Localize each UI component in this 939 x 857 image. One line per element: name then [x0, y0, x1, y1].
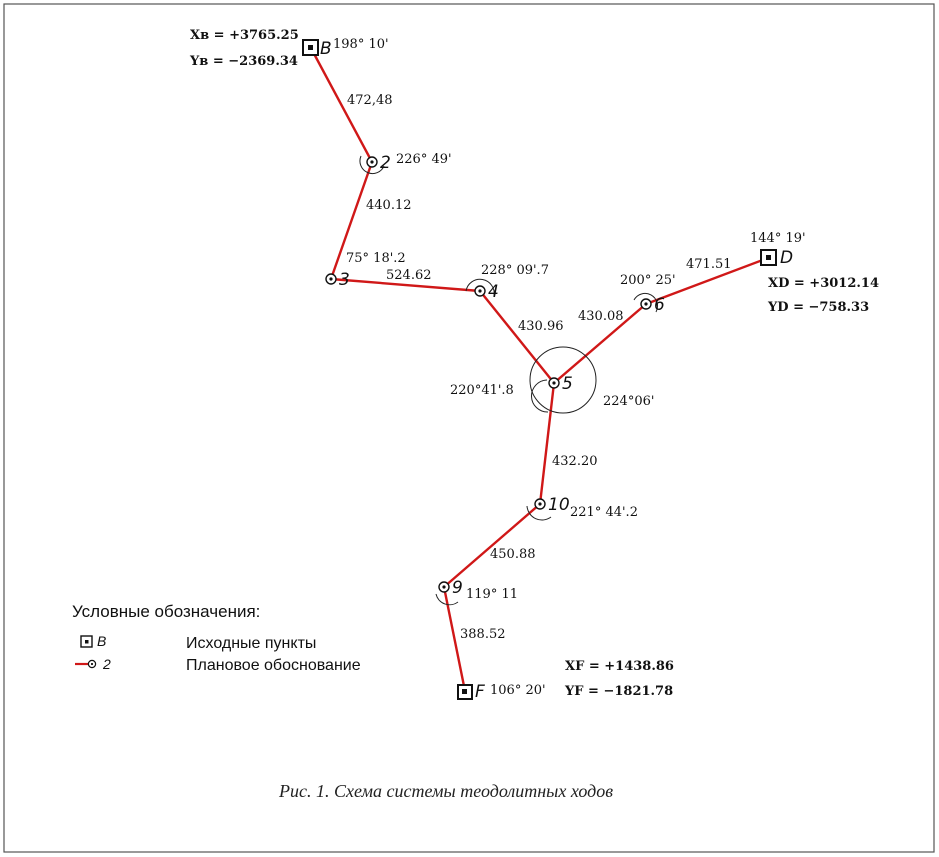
angle-labels: 198° 10' 226° 49' 75° 18'.2 228° 09'.7 2…	[333, 37, 806, 698]
coord-x-B: Xв = +3765.25	[190, 28, 299, 43]
source-point-F	[457, 684, 473, 700]
distance-label-9-F: 388.52	[460, 627, 506, 642]
angle-label-5-right: 224°06'	[603, 394, 654, 409]
route-2-3	[329, 160, 374, 281]
legend-symbol-station	[75, 659, 97, 669]
distance-label-3-4: 524.62	[386, 268, 432, 283]
traverse-routes	[310, 48, 770, 693]
station-name-3: 3	[339, 270, 350, 290]
angle-label-3: 75° 18'.2	[346, 251, 406, 266]
station-5	[548, 377, 560, 389]
station-name-6: 6	[654, 295, 665, 315]
angle-arcs	[359, 155, 659, 606]
angle-arc-6	[633, 292, 659, 313]
angle-arc-4	[465, 278, 495, 297]
angle-arc-5-left	[531, 379, 549, 413]
legend-symbol-label-2: 2	[102, 656, 111, 672]
station-name-10: 10	[548, 495, 570, 515]
distance-label-2-3: 440.12	[366, 198, 412, 213]
coord-y-D: YD = −758.33	[767, 300, 869, 315]
station-name-D: D	[780, 248, 793, 268]
angle-label-5-left: 220°41'.8	[450, 383, 514, 398]
station-3	[325, 273, 337, 285]
stations	[325, 156, 652, 593]
legend-label-2: Плановое обоснование	[186, 657, 361, 674]
distance-label-6-D: 471.51	[686, 257, 732, 272]
legend-symbol-source-point	[80, 635, 93, 648]
angle-label-F: 106° 20'	[490, 683, 546, 698]
figure-caption: Рис. 1. Схема системы теодолитных ходов	[278, 781, 613, 801]
angle-arc-10	[526, 505, 552, 521]
station-name-F: F	[475, 682, 485, 702]
source-point-B	[302, 39, 319, 56]
coordinates: Xв = +3765.25 Yв = −2369.34 XD = +3012.1…	[189, 28, 879, 699]
source-point-D	[760, 249, 777, 266]
distance-label-10-9: 450.88	[490, 547, 536, 562]
angle-label-10: 221° 44'.2	[570, 505, 638, 520]
distance-label-4-5: 430.96	[518, 319, 564, 334]
station-name-4: 4	[488, 282, 499, 302]
legend-title: Условные обозначения:	[72, 602, 260, 621]
distance-label-5-6: 430.08	[578, 309, 624, 324]
route-3-4	[329, 277, 482, 293]
distance-labels: 472,48 440.12 524.62 430.96 430.08 471.5…	[347, 93, 732, 642]
station-6	[640, 298, 652, 310]
coord-y-F: YF = −1821.78	[564, 684, 673, 699]
route-10-9	[442, 502, 542, 589]
station-name-5: 5	[562, 374, 573, 394]
angle-circle-5	[529, 346, 597, 414]
route-5-6	[552, 302, 648, 385]
angle-label-6: 200° 25'	[620, 273, 676, 288]
station-names: B 2 3 4 5 6 D 10 9 F	[320, 39, 793, 702]
station-9	[438, 581, 450, 593]
legend: Условные обозначения: B Исходные пункты …	[72, 602, 361, 674]
angle-arc-2	[359, 155, 385, 175]
angle-label-D: 144° 19'	[750, 231, 806, 246]
angle-arc-9	[435, 593, 459, 606]
legend-symbol-label-1: B	[97, 633, 106, 649]
station-name-B: B	[320, 39, 332, 59]
station-name-2: 2	[380, 153, 391, 173]
station-2	[366, 156, 378, 168]
legend-label-1: Исходные пункты	[186, 635, 316, 652]
angle-label-B: 198° 10'	[333, 37, 389, 52]
coord-x-F: XF = +1438.86	[565, 659, 674, 674]
distance-label-5-10: 432.20	[552, 454, 598, 469]
station-4	[474, 285, 486, 297]
station-name-9: 9	[452, 578, 463, 598]
route-6-D	[644, 256, 770, 306]
figure-frame	[3, 3, 935, 853]
route-5-10	[538, 381, 556, 506]
angle-label-4: 228° 09'.7	[481, 263, 549, 278]
coord-y-B: Yв = −2369.34	[189, 54, 298, 69]
angle-label-2: 226° 49'	[396, 152, 452, 167]
angle-label-9: 119° 11	[466, 587, 518, 602]
coord-x-D: XD = +3012.14	[768, 276, 879, 291]
route-4-5	[478, 289, 556, 385]
route-B-2	[310, 48, 374, 164]
station-10	[534, 498, 546, 510]
distance-label-B-2: 472,48	[347, 93, 393, 108]
